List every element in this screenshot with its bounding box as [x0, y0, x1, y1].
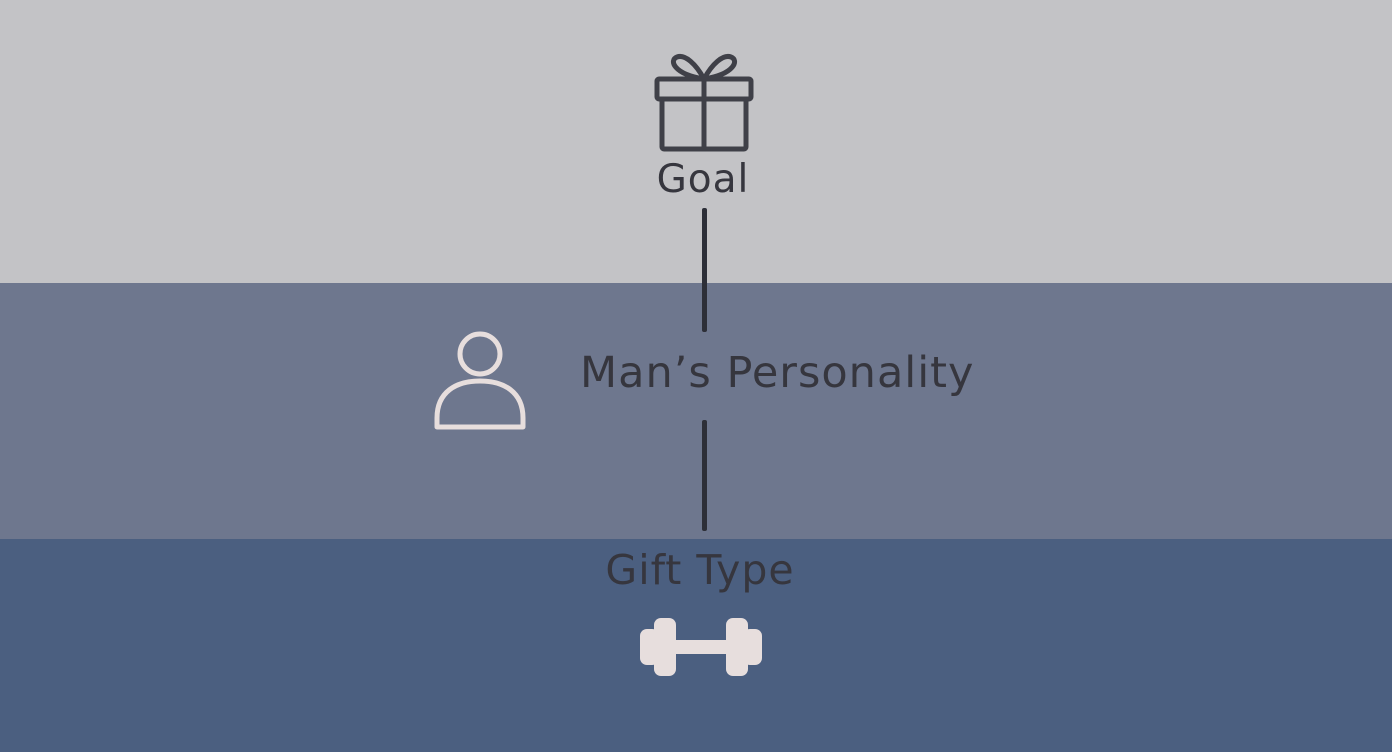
goal-band — [0, 0, 1392, 283]
gift-type-label: Gift Type — [605, 546, 795, 594]
connector-personality-to-gift-type — [702, 420, 707, 531]
connector-goal-to-personality — [702, 208, 707, 332]
goal-label: Goal — [656, 157, 750, 202]
personality-label: Man’s Personality — [580, 348, 975, 398]
gift-icon — [654, 54, 754, 152]
personality-band — [0, 283, 1392, 539]
person-icon — [434, 331, 526, 430]
dumbbell-icon — [640, 618, 762, 676]
